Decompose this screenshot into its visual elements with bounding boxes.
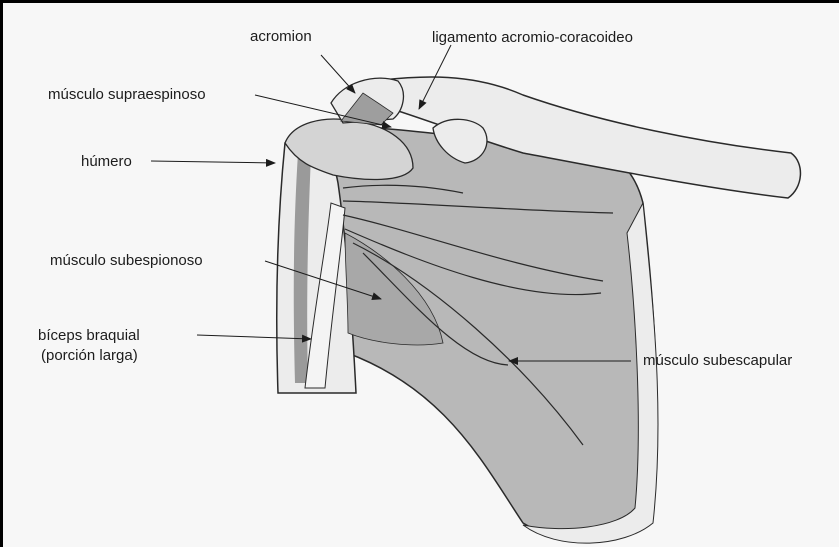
label-infraspinatus: músculo subespionoso (50, 251, 203, 270)
label-humerus: húmero (81, 152, 132, 171)
label-subscapularis: músculo subescapular (643, 351, 792, 370)
label-ligament: ligamento acromio-coracoideo (432, 28, 633, 47)
label-biceps-line2: (porción larga) (41, 346, 138, 365)
label-biceps-line1: bíceps braquial (38, 326, 140, 345)
label-supraspinatus: músculo supraespinoso (48, 85, 206, 104)
label-acromion: acromion (250, 27, 312, 46)
